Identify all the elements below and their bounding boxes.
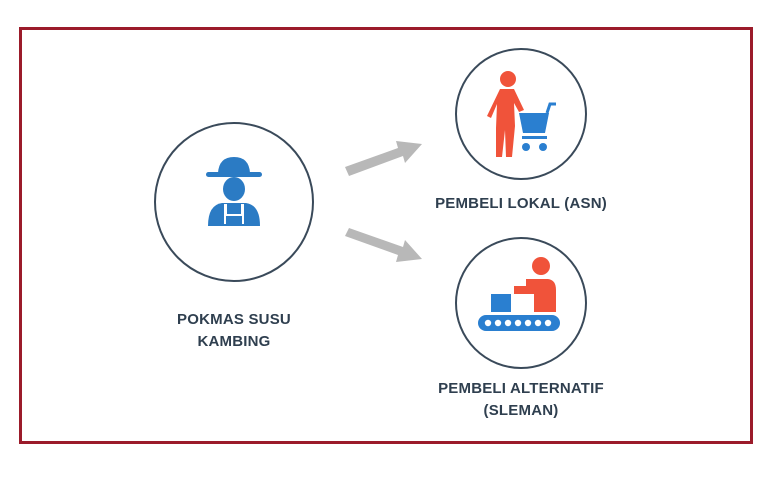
alternative-buyer-label-line2: (SLEMAN) [483,402,559,419]
alternative-buyer-label: PEMBELI ALTERNATIF (SLEMAN) [411,378,631,422]
source-label-line1: POKMAS SUSU [177,311,291,328]
arrow-to-local-buyer [345,141,422,176]
source-node-circle [154,122,314,282]
alternative-buyer-label-line1: PEMBELI ALTERNATIF [438,380,604,397]
source-node-label: POKMAS SUSU KAMBING [134,309,334,353]
diagram-frame [19,27,753,444]
shopper-cart-icon [487,71,556,157]
local-buyer-label: PEMBELI LOKAL (ASN) [411,193,631,215]
source-label-line2: KAMBING [197,333,271,350]
arrow-to-alternative-buyer [345,228,422,262]
alternative-buyer-node-circle [455,237,587,369]
conveyor-worker-icon [478,257,560,331]
local-buyer-label-text: PEMBELI LOKAL (ASN) [435,195,607,212]
farmer-icon [206,157,262,226]
